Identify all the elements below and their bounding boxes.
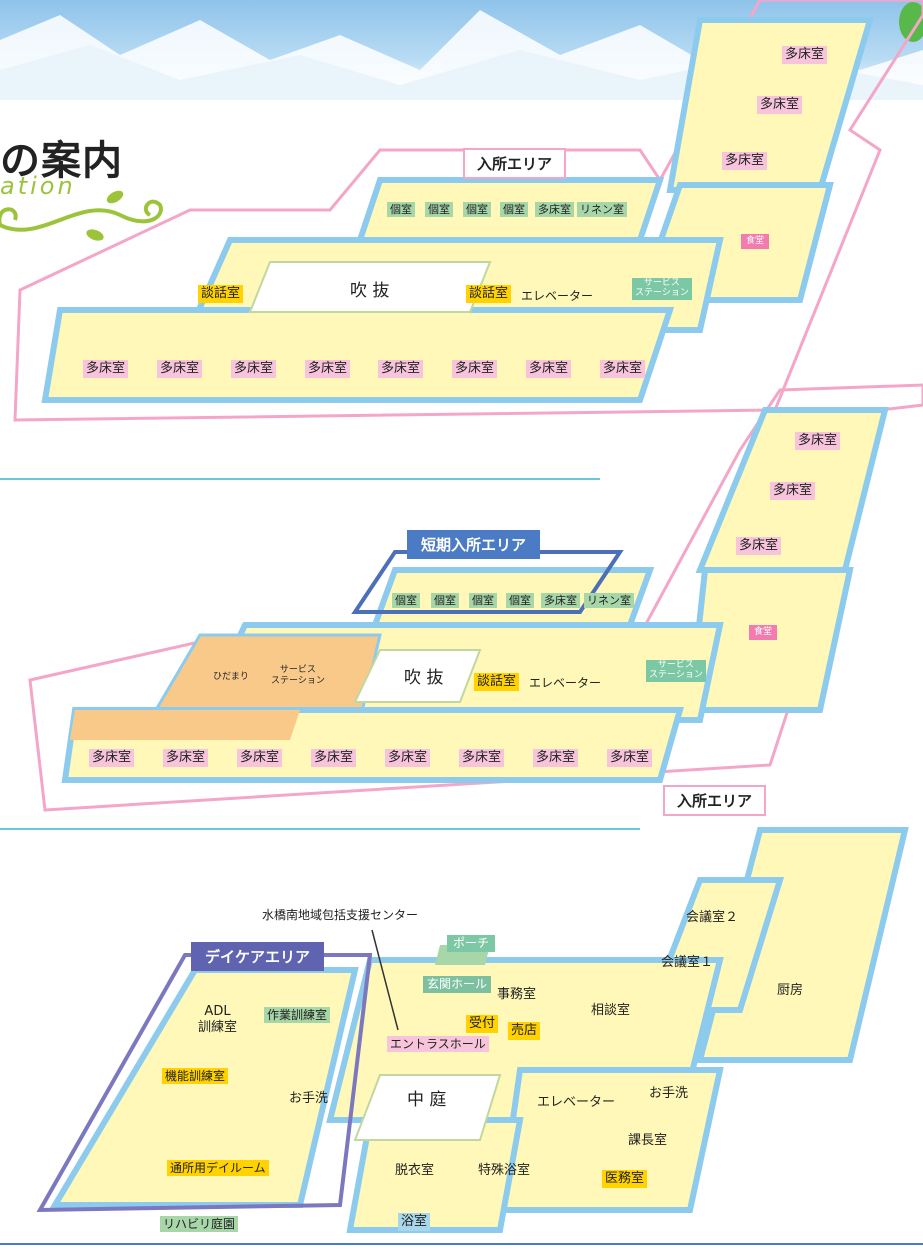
- floor3-room-bottom-6: 多床室: [452, 360, 498, 378]
- floor2-room-top-2: 多床室: [770, 482, 816, 500]
- floor3-lounge-left: 談話室: [198, 285, 244, 303]
- floor2-linen: リネン室: [584, 593, 634, 609]
- floor3-lounge-right: 談話室: [466, 285, 512, 303]
- office-label: 事務室: [497, 987, 537, 1002]
- floor2-service-station-left: サービス ステーション: [271, 665, 325, 686]
- medical-room-label: 医務室: [602, 1170, 648, 1188]
- floor3-room-top-1: 多床室: [782, 46, 828, 64]
- floor1-plan: [36, 827, 909, 1233]
- floor2-room-bottom-3: 多床室: [237, 749, 283, 767]
- floor2-room-bottom-2: 多床室: [163, 749, 209, 767]
- floor3-private-3: 個室: [463, 202, 491, 218]
- floor3-room-top-2: 多床室: [757, 96, 803, 114]
- floor2-lounge: 談話室: [474, 673, 520, 691]
- entrance-lobby-label: エントラスホール: [387, 1036, 489, 1053]
- bath-label: 浴室: [398, 1213, 431, 1231]
- floor2-sunroom: ひだまり: [213, 672, 249, 682]
- floor2-short-area-label: 短期入所エリア: [407, 530, 541, 559]
- special-bath-label: 特殊浴室: [478, 1163, 531, 1178]
- floor3-service-station: サービス ステーション: [632, 278, 692, 300]
- ot-room-label: 作業訓練室: [264, 1007, 331, 1024]
- floor2-service-station-right: サービス ステーション: [646, 660, 706, 682]
- floor3-atrium: 吹 抜: [350, 281, 390, 301]
- adl-room-label: ADL 訓練室: [198, 1004, 238, 1035]
- floor2-private-2: 個室: [431, 593, 459, 609]
- shop-label: 売店: [508, 1022, 541, 1040]
- floor3-room-bottom-3: 多床室: [231, 360, 277, 378]
- floor3-room-bottom-7: 多床室: [526, 360, 572, 378]
- floor2-room-bottom-6: 多床室: [459, 749, 505, 767]
- courtyard-label: 中 庭: [407, 1090, 447, 1110]
- rehab-garden-label: リハビリ庭園: [160, 1216, 239, 1233]
- floor2-room-bottom-8: 多床室: [607, 749, 653, 767]
- floor2-private-5: 多床室: [541, 593, 580, 609]
- floor2-atrium: 吹 抜: [404, 668, 444, 688]
- floor3-linen: リネン室: [577, 202, 627, 218]
- floor3-private-1: 個室: [387, 202, 415, 218]
- porch-label: ポーチ: [447, 935, 496, 953]
- kitchen-label: 厨房: [777, 983, 804, 998]
- divider-line: [0, 828, 640, 830]
- floor3-dining: 食堂: [741, 234, 770, 249]
- floor3-private-5: 多床室: [535, 202, 574, 218]
- floor2-room-bottom-5: 多床室: [385, 749, 431, 767]
- reception-label: 受付: [466, 1015, 499, 1033]
- floor2-room-top-3: 多床室: [736, 537, 782, 555]
- page-title: の案内: [0, 138, 123, 184]
- dressing-room-label: 脱衣室: [395, 1163, 435, 1178]
- toilet-right-label: お手洗: [649, 1086, 689, 1101]
- function-room-label: 機能訓練室: [162, 1068, 229, 1085]
- toilet-left-label: お手洗: [289, 1091, 329, 1106]
- page-subtitle: ation: [0, 172, 76, 200]
- floor2-private-4: 個室: [506, 593, 534, 609]
- divider-line: [0, 478, 600, 480]
- floor3-room-bottom-2: 多床室: [157, 360, 203, 378]
- leaf-icon: [899, 2, 923, 42]
- section-chief-label: 課長室: [628, 1133, 668, 1148]
- floor3-room-bottom-8: 多床室: [600, 360, 646, 378]
- floor2-private-3: 個室: [469, 593, 497, 609]
- floor2-room-bottom-1: 多床室: [89, 749, 135, 767]
- floor3-elevator: エレベーター: [521, 289, 594, 303]
- floor3-private-2: 個室: [425, 202, 453, 218]
- floor3-area-label: 入所エリア: [463, 148, 567, 179]
- floor1-elevator-label: エレベーター: [537, 1095, 616, 1110]
- floor2-elevator: エレベーター: [529, 676, 602, 690]
- floor3-room-bottom-5: 多床室: [378, 360, 424, 378]
- entrance-hall-label: 玄関ホール: [423, 976, 492, 994]
- dayroom-label: 通所用デイルーム: [167, 1160, 269, 1177]
- support-center-label: 水橋南地域包括支援センター: [262, 908, 419, 922]
- meeting-room-2-label: 会議室２: [686, 910, 739, 925]
- floor2-room-bottom-4: 多床室: [311, 749, 357, 767]
- floor3-private-4: 個室: [500, 202, 528, 218]
- floor3-room-bottom-1: 多床室: [83, 360, 129, 378]
- daycare-area-label: デイケアエリア: [191, 942, 325, 971]
- floor2-private-1: 個室: [392, 593, 420, 609]
- floor2-dining: 食堂: [749, 625, 778, 640]
- floor3-room-top-3: 多床室: [722, 152, 768, 170]
- floor2-plan: [28, 383, 923, 812]
- floor2-area-label: 入所エリア: [663, 785, 767, 816]
- floor2-room-top-1: 多床室: [795, 432, 841, 450]
- divider-line: [0, 1243, 923, 1245]
- floor2-room-bottom-7: 多床室: [533, 749, 579, 767]
- vine-decoration: [0, 190, 163, 241]
- floor3-room-bottom-4: 多床室: [305, 360, 351, 378]
- meeting-room-1-label: 会議室１: [661, 955, 714, 970]
- consult-room-label: 相談室: [591, 1003, 631, 1018]
